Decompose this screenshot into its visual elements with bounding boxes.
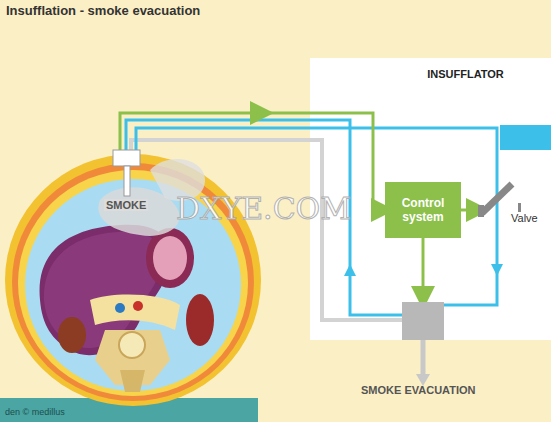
trocar	[113, 150, 140, 166]
label: SMOKE	[104, 199, 148, 211]
label: Valve	[511, 212, 538, 224]
label: SMOKE EVACUATION	[361, 384, 476, 396]
title: Insufflation - smoke evacuation	[6, 3, 200, 18]
label: den © medillus	[5, 407, 65, 417]
filter-box	[402, 302, 444, 340]
node-text: Control system	[389, 196, 457, 224]
control-box: Control system	[385, 182, 461, 238]
node-text: INSUFFLATOR	[310, 58, 551, 80]
valve-symbol	[482, 184, 512, 213]
gas-supply	[500, 125, 551, 150]
tubes	[120, 113, 497, 378]
watermark: DXYE.COM	[176, 191, 351, 226]
